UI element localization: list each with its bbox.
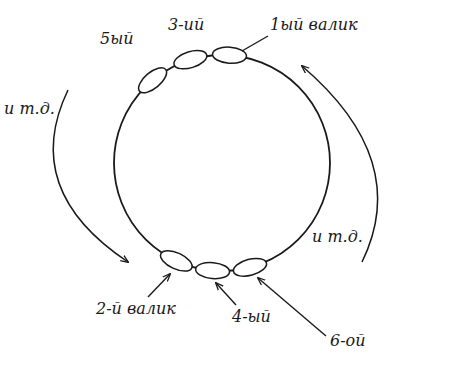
drum-circle — [114, 55, 330, 271]
rotation-arrow — [53, 90, 128, 262]
leader-line — [148, 274, 170, 297]
callout-label: 5ый — [100, 30, 134, 48]
roller — [195, 261, 230, 280]
leader-line — [216, 283, 236, 305]
callout-label: и т.д. — [312, 228, 363, 246]
roller — [134, 63, 170, 97]
callout-label: 3-ий — [168, 16, 204, 34]
roller — [212, 46, 247, 64]
roller — [158, 246, 196, 275]
rotation-arrow — [302, 66, 378, 262]
callout-label: 1ый валик — [270, 16, 358, 34]
roller — [172, 47, 209, 72]
callout-label: и т.д. — [4, 100, 55, 118]
leader-line — [258, 278, 326, 336]
leader-line — [242, 36, 268, 51]
callout-label: 4-ый — [232, 308, 271, 326]
callout-label: 6-ой — [330, 332, 366, 350]
roller — [232, 255, 269, 279]
callout-label: 2-й валик — [96, 300, 176, 318]
